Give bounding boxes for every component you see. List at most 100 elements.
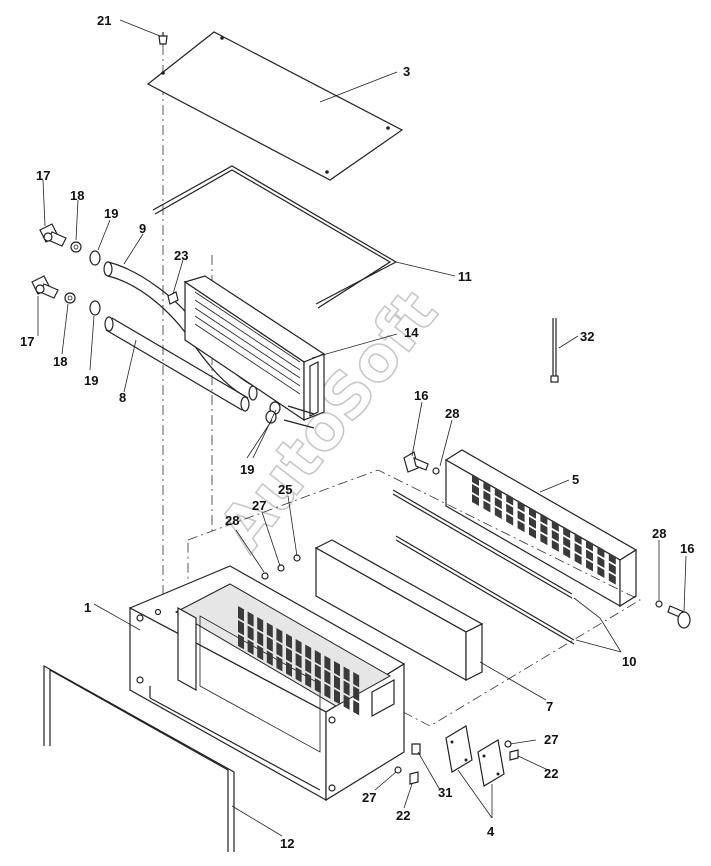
fitting-lower [31,275,59,299]
washer-lower [64,292,76,304]
knob-upper [403,451,429,473]
grille-slat [286,633,292,649]
grille-slat [353,686,360,702]
grille-slat [305,672,312,688]
callout-18b: 18 [53,354,67,369]
grille-slat [608,572,616,585]
grille-slat [494,497,502,510]
grille-slat [586,559,593,572]
callout-8: 8 [119,390,126,405]
grille-slat [257,617,264,633]
callout-27b: 27 [544,732,558,747]
grille-slat [551,529,559,542]
grille-slat [529,526,536,539]
grille-slat [529,506,536,519]
callout-17: 17 [36,168,50,183]
grille-slat [586,549,593,562]
callout-12: 12 [280,836,294,851]
callout-16b: 16 [680,541,694,556]
nut-27-a [277,564,285,572]
callout-19c: 19 [240,462,254,477]
grille-slat [540,523,548,536]
grille-slat [506,493,514,506]
grille-slat [517,520,525,533]
heater-core [183,275,326,429]
grille-slat [353,700,360,716]
grille-slat [314,678,321,694]
rod-lower [395,535,575,645]
gasket-strip [152,165,398,309]
grille-slat [343,666,350,682]
grille-slat [266,650,273,666]
callout-17b: 17 [20,334,34,349]
callout-22: 22 [396,808,410,823]
callout-23: 23 [174,248,188,263]
grille-slat [257,645,264,661]
grille-slat [343,694,350,710]
fitting-upper [39,223,67,247]
callout-19b: 19 [84,373,98,388]
hose-lower [104,316,250,412]
grille-slat [314,650,321,666]
grille-slat [276,656,283,672]
grille-slat [483,480,491,493]
callout-10: 10 [622,654,636,669]
callout-27c: 27 [362,790,376,805]
grille-slat [295,667,302,683]
callout-32: 32 [580,329,594,344]
filter-pad [314,539,484,682]
top-cover [146,31,404,181]
insert-31 [411,743,421,755]
grille-slat [472,474,479,486]
callout-22b: 22 [544,766,558,781]
grille-slat [238,606,244,622]
callout-16: 16 [414,388,428,403]
grille-slat [238,634,244,650]
knob-right [667,605,691,629]
grille-slat [563,526,571,539]
grille-slat [305,658,312,674]
screw-21 [158,32,168,45]
plate-a [445,725,473,773]
clamp-upper [89,250,101,266]
grille-slat [247,639,254,655]
grille-slat [597,556,605,569]
grille-slat [247,625,254,641]
grille-slat [324,683,331,699]
grille-slat [586,539,593,552]
grille-slat [551,539,559,552]
clamp-right-b [265,410,277,424]
callout-28b: 28 [225,513,239,528]
grille-slat [472,494,479,506]
grille-slat [597,566,605,579]
grille-slat [295,639,302,655]
leader-lines [37,19,687,837]
grille-slat [506,513,514,526]
bracket [43,664,235,852]
housing [128,565,406,802]
callout-19: 19 [104,206,118,221]
grille-slat [494,487,502,500]
grille-slat [574,532,582,545]
screw-22-b [409,771,419,785]
grille-slat [494,507,502,520]
grille-slat [563,536,571,549]
callout-28: 28 [445,406,459,421]
callout-3: 3 [403,64,410,79]
grille-slat [266,622,273,638]
grille-slat [286,647,292,663]
grille-slat [305,644,312,660]
clamp-lower [89,300,101,316]
grille-slat [276,628,283,644]
rod-upper [392,489,573,599]
grille-slat [295,653,302,669]
grille-slat [517,510,525,523]
callout-5: 5 [572,472,579,487]
callout-1: 1 [84,600,91,615]
grille-slat [334,661,340,677]
grille-slat [314,664,321,680]
grille-slat [353,672,360,688]
callout-9: 9 [139,221,146,236]
washer-28-a [432,467,440,475]
